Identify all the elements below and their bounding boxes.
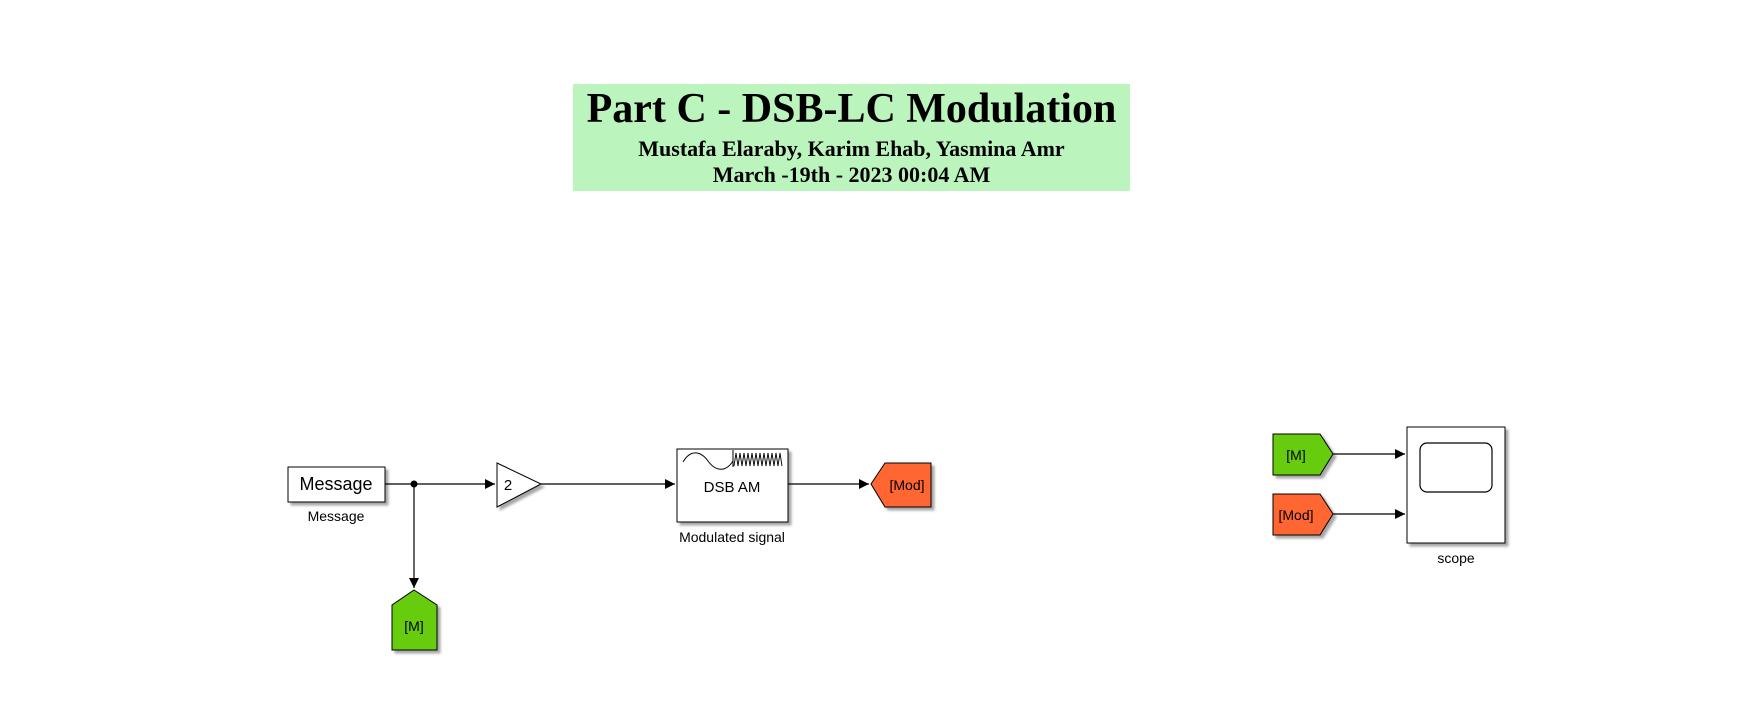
modulator-caption: Modulated signal <box>679 529 785 545</box>
scope-screen-icon <box>1419 442 1493 493</box>
message-block[interactable]: Message <box>287 466 386 503</box>
message-block-label: Message <box>299 474 372 494</box>
carrier-wave-icon <box>733 452 783 467</box>
from-mod-label: [Mod] <box>1278 507 1313 523</box>
message-wave-icon <box>682 452 734 470</box>
model-date: March -19th - 2023 00:04 AM <box>712 162 991 187</box>
goto-m-tag[interactable]: [M] <box>391 589 438 651</box>
signal-lines <box>385 449 1405 588</box>
goto-mod-label: [Mod] <box>889 477 924 493</box>
goto-mod-tag[interactable]: [Mod] <box>870 462 932 508</box>
model-annotation[interactable]: Part C - DSB-LC Modulation Mustafa Elara… <box>573 84 1130 191</box>
from-m-label: [M] <box>1286 447 1305 463</box>
from-mod-tag[interactable]: [Mod] <box>1272 493 1334 536</box>
gain-block[interactable]: 2 <box>496 462 543 508</box>
modulator-label: DSB AM <box>704 479 761 496</box>
scope-block[interactable] <box>1406 426 1506 544</box>
scope-caption: scope <box>1437 550 1475 566</box>
modulator-block[interactable]: DSB AM <box>676 448 789 523</box>
from-m-tag[interactable]: [M] <box>1272 433 1334 476</box>
message-block-caption: Message <box>308 508 365 524</box>
gain-value: 2 <box>504 477 512 494</box>
model-authors: Mustafa Elaraby, Karim Ehab, Yasmina Amr <box>638 136 1065 161</box>
goto-m-label: [M] <box>404 618 423 634</box>
model-title: Part C - DSB-LC Modulation <box>586 86 1117 132</box>
